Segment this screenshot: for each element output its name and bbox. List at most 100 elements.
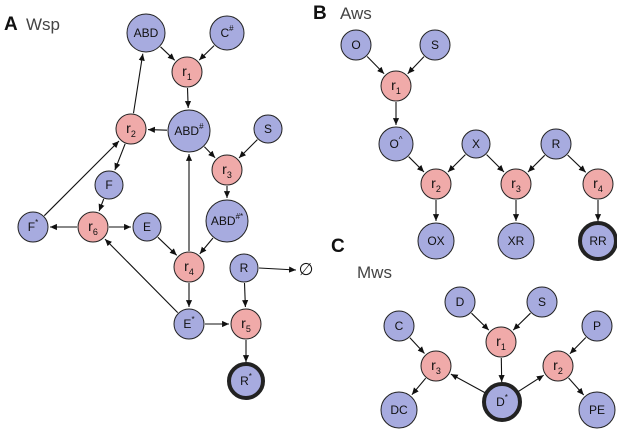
node-label: R [552,137,561,151]
edge-c-C-to-r3 [409,337,425,354]
reaction-circle [115,113,147,145]
edge-a-r2-to-F [114,143,126,171]
species-node-c-Dstar: D* [482,382,522,422]
node-label: ABD [134,26,159,40]
reaction-node-a-r5: r5 [230,308,262,340]
node-label: O [351,38,360,52]
panel-c-letter: C [331,236,345,257]
node-label: S [264,122,272,136]
reaction-node-b-r3: r3 [500,168,532,200]
node-label: D* [496,393,508,409]
node-label: DC [390,403,408,417]
node-label: r2 [553,357,563,376]
reaction-circle [173,251,205,283]
edge-a-r2-to-ABD_top [132,53,145,114]
edge-c-S-to-r1 [512,312,531,331]
edge-a-E-to-r4 [157,236,178,256]
node-label: OX [427,234,444,248]
edge-a-ABDs-to-r3 [204,146,216,159]
edge-b-X-to-r3 [486,154,505,173]
reaction-circle [420,350,452,382]
panel-b-title: Aws [340,4,372,23]
species-node-b-XR: XR [497,222,535,260]
species-node-a-ABDs: ABD# [167,109,211,153]
node-label: ABD# [174,122,204,138]
edge-a-r1-to-ABDs [184,87,192,109]
edge-a-Fstar-to-r2 [43,140,120,217]
edge-a-ABD_top-to-r1 [160,46,176,61]
species-circle [444,286,476,318]
reaction-circle [420,168,452,200]
reaction-node-b-r1: r1 [380,70,412,102]
reaction-circle [485,326,517,358]
species-circle [578,221,617,261]
edge-c-P-to-r2 [569,337,587,355]
species-circle [578,391,616,429]
node-label: S [538,295,546,309]
reaction-circle [500,168,532,200]
species-node-c-D: D [444,286,476,318]
node-label: R [240,261,249,275]
node-label: XR [508,234,525,248]
edge-a-F-to-r6 [98,198,105,212]
species-node-a-ABD_top: ABD [126,13,166,53]
node-label: r6 [88,218,98,237]
node-label: C# [220,24,234,40]
species-circle [497,222,535,260]
species-circle [229,253,259,283]
species-node-c-DC: DC [380,391,418,429]
panel-c-title: Mws [357,263,392,282]
species-circle [253,114,283,144]
species-node-b-X: X [461,129,491,159]
edge-b-Ohat-to-r2 [408,156,425,173]
node-label: r3 [511,175,521,194]
reaction-circle [77,211,109,243]
reaction-node-b-r4: r4 [582,168,614,200]
species-node-a-Estar: E* [173,308,205,340]
species-circle [132,212,162,242]
edge-b-X-to-r2 [447,154,466,173]
edge-b-R-to-r4 [567,154,587,173]
node-label: S [431,38,439,52]
node-label: F* [28,218,38,234]
node-label: E* [183,315,194,331]
reaction-node-a-r2: r2 [115,113,147,145]
reaction-node-a-r1: r1 [171,56,203,88]
species-circle [581,310,613,342]
reaction-node-a-r6: r6 [77,211,109,243]
edge-b-O-to-r1 [366,56,385,75]
panel-a-title: Wsp [26,15,60,34]
species-circle [205,199,249,243]
species-circle [417,222,455,260]
species-node-a-Cs: C# [209,15,245,51]
reaction-node-c-r3: r3 [420,350,452,382]
species-circle [482,382,522,422]
edge-b-S-to-r1 [407,56,425,75]
species-circle [209,15,245,51]
species-node-c-PE: PE [578,391,616,429]
species-circle [340,29,372,61]
species-node-c-P: P [581,310,613,342]
edge-a-ABDs-to-r2 [147,126,168,133]
reaction-circle [211,154,243,186]
species-node-a-F: F [94,170,124,200]
node-label: C [395,319,404,333]
node-label: R* [240,372,252,388]
species-circle [227,362,265,400]
node-label: r4 [184,258,194,277]
node-label: r2 [126,120,136,139]
species-circle [380,391,418,429]
reaction-node-a-r3: r3 [211,154,243,186]
species-circle [94,170,124,200]
species-node-b-OX: OX [417,222,455,260]
reaction-circle [582,168,614,200]
node-label: r3 [431,357,441,376]
empty-set-symbol: ∅ [299,260,314,279]
species-circle [383,310,415,342]
species-circle [173,308,205,340]
reaction-circle [380,70,412,102]
node-label: P [593,319,601,333]
edge-a-Cs-to-r1 [198,45,215,61]
species-circle [526,286,558,318]
